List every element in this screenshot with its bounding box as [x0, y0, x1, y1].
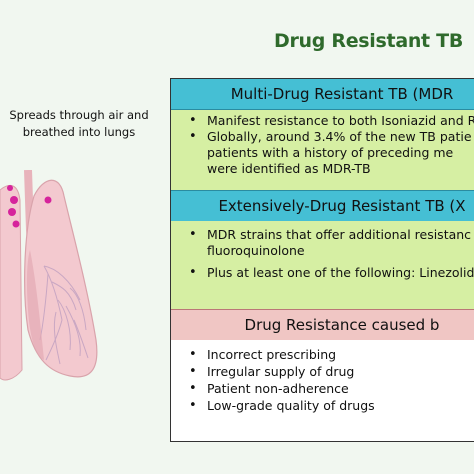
xdr-section: MDR strains that offer additional resist…: [171, 221, 474, 309]
lung-illustration: [0, 170, 98, 381]
mdr-header-text: Multi-Drug Resistant TB (MDR: [230, 85, 454, 103]
caption-line-1: Spreads through air and: [9, 108, 149, 122]
page-title: Drug Resistant TB: [274, 30, 464, 52]
caption-line-2: breathed into lungs: [22, 125, 136, 139]
xdr-header: Extensively-Drug Resistant TB (X: [171, 190, 474, 222]
causes-section: Incorrect prescribing Irregular supply o…: [171, 340, 474, 441]
lung-caption: Spreads through air and breathed into lu…: [0, 107, 158, 141]
cause-item: Irregular supply of drug: [171, 363, 474, 380]
mdr-item: Globally, around 3.4% of the new TB pati…: [171, 129, 474, 145]
mdr-item-continued: patients with a history of preceding me: [207, 145, 454, 160]
xdr-item-continued: fluoroquinolone: [207, 243, 305, 258]
resistance-panel: Multi-Drug Resistant TB (MDR Manifest re…: [170, 78, 474, 442]
bacteria-cluster: [7, 185, 52, 228]
lung-inner-shadow: [26, 250, 44, 360]
cause-item: Patient non-adherence: [171, 380, 474, 397]
mdr-section: Manifest resistance to both Isoniazid an…: [171, 110, 474, 190]
xdr-item: MDR strains that offer additional resist…: [171, 227, 474, 243]
mdr-item: Manifest resistance to both Isoniazid an…: [171, 113, 474, 129]
causes-header-text: Drug Resistance caused b: [244, 316, 440, 334]
mdr-item-continued: were identified as MDR-TB: [207, 161, 371, 176]
xdr-item: Plus at least one of the following: Line…: [171, 265, 474, 281]
cause-item: Low-grade quality of drugs: [171, 397, 474, 414]
cause-item: Incorrect prescribing: [171, 346, 474, 363]
causes-header: Drug Resistance caused b: [171, 309, 474, 341]
lung-right-lobe: [24, 179, 98, 378]
mdr-header: Multi-Drug Resistant TB (MDR: [171, 79, 474, 110]
xdr-header-text: Extensively-Drug Resistant TB (X: [218, 197, 466, 215]
